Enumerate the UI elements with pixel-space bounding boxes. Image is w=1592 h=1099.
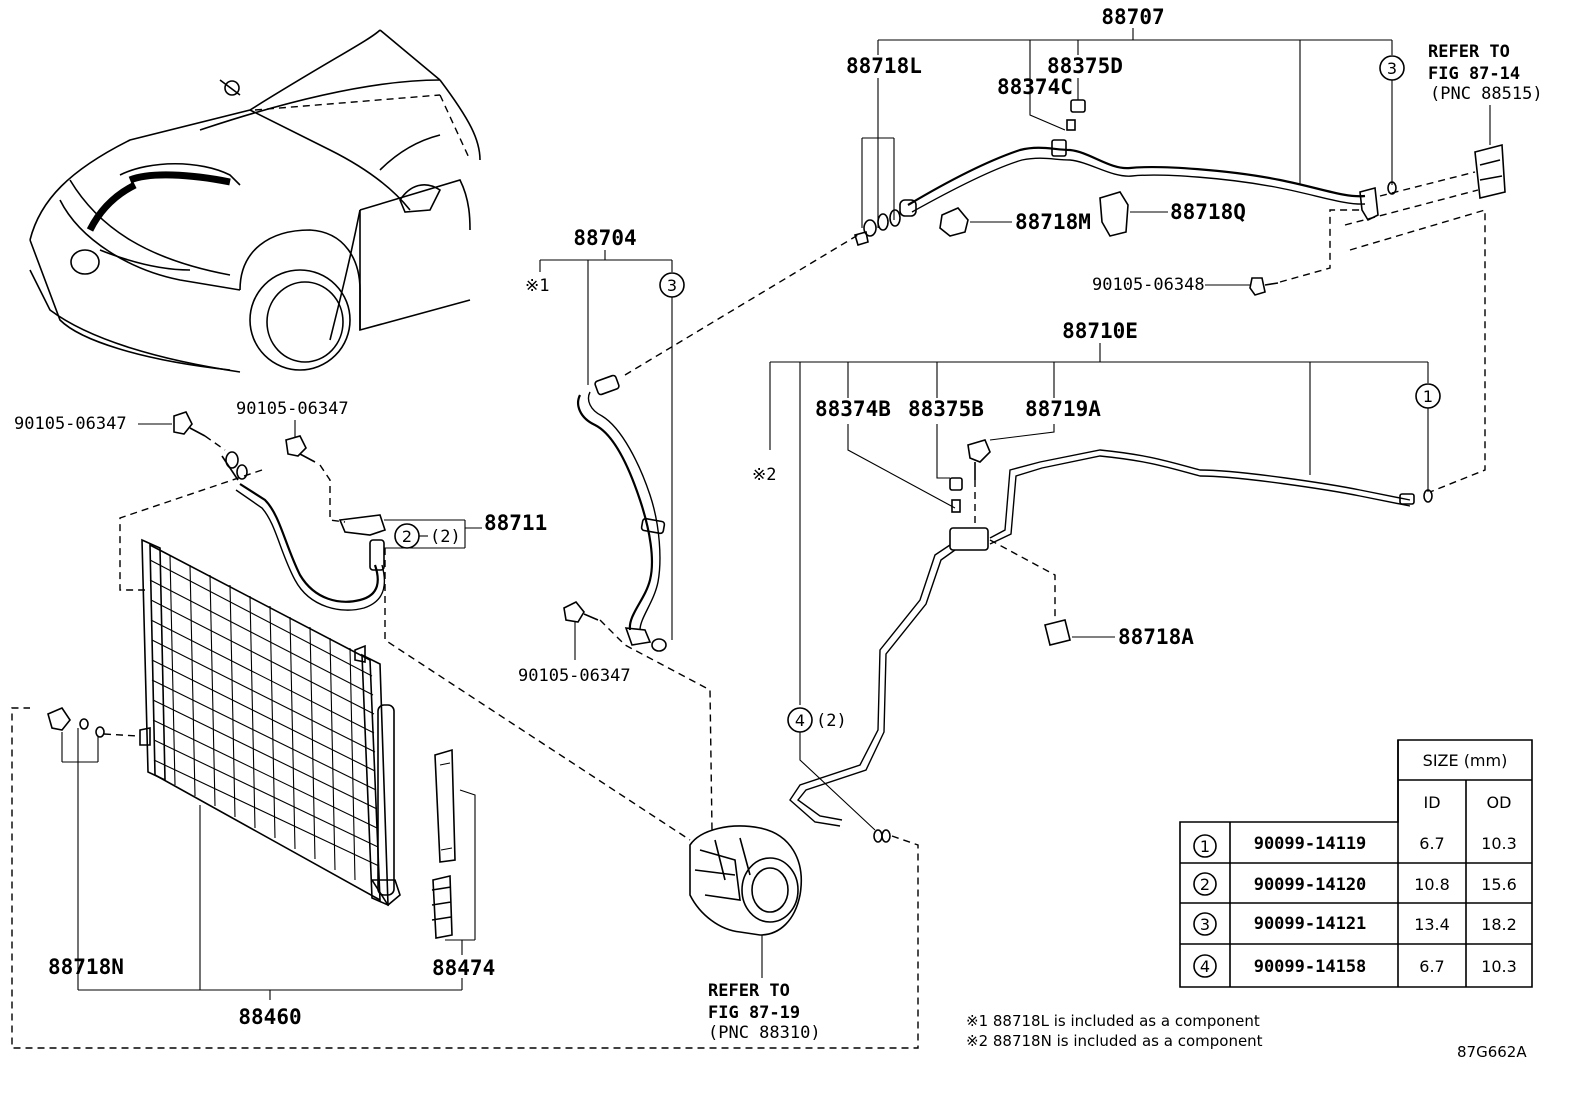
valve-core-88374B [951, 499, 961, 513]
part-label-88718L: 88718L [846, 54, 922, 78]
callout-2-qty: (2) [430, 527, 461, 547]
part-label-88704: 88704 [573, 226, 636, 250]
part-label-88374B: 88374B [815, 397, 891, 421]
pipe-joint-88710E [949, 527, 989, 551]
part-label-88718N: 88718N [48, 955, 124, 979]
part-label-88707: 88707 [1101, 5, 1164, 29]
callout-3-center-text: 3 [667, 276, 677, 295]
expansion-valve-ref [1474, 143, 1506, 199]
part-label-88718Q: 88718Q [1170, 200, 1246, 224]
bolt-90105-06347-left [173, 411, 206, 437]
table-col-od: OD [1487, 793, 1512, 812]
table-row-number: 4 [1200, 957, 1210, 976]
bolt-90105-06347-center [563, 600, 599, 623]
table-row-id: 6.7 [1419, 834, 1444, 853]
cap-88718N [47, 707, 71, 731]
service-valve-88719A [967, 439, 991, 480]
part-label-88375B: 88375B [908, 397, 984, 421]
part-label-88719A: 88719A [1025, 397, 1101, 421]
table-row-id: 10.8 [1414, 875, 1450, 894]
hose-fitting-88711 [338, 514, 387, 536]
assembly-88710E: 88710E 88374B 88375B 88719A ※2 1 88718A … [11, 319, 1441, 1049]
table-row-part: 90099-14119 [1254, 834, 1367, 854]
table-row-od: 15.6 [1481, 875, 1517, 894]
valve-core-88374C [1066, 119, 1076, 131]
part-label-90105-06347-left: 90105-06347 [14, 414, 127, 434]
note-mark-1: ※1 [525, 276, 549, 296]
clamp-88718Q [1099, 191, 1129, 237]
part-label-88374C: 88374C [997, 75, 1073, 99]
valve-cap-88375B [949, 477, 963, 491]
table-row-od: 10.3 [1481, 957, 1517, 976]
refer-top-line2: FIG 87-14 [1428, 64, 1520, 84]
clamp-88718A [1044, 619, 1071, 646]
table-row-od: 10.3 [1481, 834, 1517, 853]
bolt-90105-06347-top [285, 435, 316, 463]
desiccant-filter [434, 748, 456, 863]
footnote-2: ※2 88718N is included as a component [966, 1032, 1263, 1050]
callout-1-text: 1 [1423, 387, 1433, 406]
table-row-id: 13.4 [1414, 915, 1450, 934]
part-label-90105-06348: 90105-06348 [1092, 275, 1205, 295]
table-row-number: 3 [1200, 915, 1210, 934]
refer-bottom-line1: REFER TO [708, 981, 790, 1001]
clamp-88718M [939, 207, 969, 237]
part-label-88474: 88474 [432, 956, 495, 980]
part-label-88460: 88460 [238, 1005, 301, 1029]
table-col-id: ID [1423, 793, 1440, 812]
figure-code: 87G662A [1457, 1043, 1527, 1061]
compressor-ref: REFER TO FIG 87-19 (PNC 88310) [689, 825, 821, 1043]
table-row: 2 90099-14120 10.8 15.6 [1193, 872, 1517, 896]
callout-4-qty: (2) [816, 711, 847, 731]
cap-plug-88474 [431, 874, 453, 939]
table-row-part: 90099-14120 [1254, 875, 1367, 895]
table-row-part: 90099-14121 [1254, 914, 1367, 934]
part-label-88718A: 88718A [1118, 625, 1194, 649]
part-label-88711: 88711 [484, 511, 547, 535]
callout-3-top-text: 3 [1387, 59, 1397, 78]
condenser-88460: 88460 88718N 88474 [47, 538, 495, 1029]
table-row-part: 90099-14158 [1254, 957, 1367, 977]
table-row: 3 90099-14121 13.4 18.2 [1193, 912, 1517, 936]
bolt-90105-06348 [1249, 277, 1279, 296]
part-label-88718M: 88718M [1015, 210, 1091, 234]
part-label-88710E: 88710E [1062, 319, 1138, 343]
part-label-90105-06347-center: 90105-06347 [518, 666, 631, 686]
table-row-number: 2 [1200, 875, 1210, 894]
table-row: 1 90099-14119 6.7 10.3 [1193, 834, 1517, 858]
table-row-od: 18.2 [1481, 915, 1517, 934]
footnotes: ※1 88718L is included as a component ※2 … [966, 1012, 1263, 1050]
refer-top-line3: (PNC 88515) [1430, 84, 1543, 104]
table-row: 4 90099-14158 6.7 10.3 [1193, 954, 1517, 978]
table-row-number: 1 [1200, 837, 1210, 856]
assembly-88707: 88707 88718L 88375D 88374C 3 88718M 8871… [846, 5, 1543, 493]
size-table: SIZE (mm) ID OD 1 90099-14119 6.7 10.3 2… [1179, 739, 1533, 988]
callout-2-text: 2 [402, 527, 412, 546]
part-label-90105-06347-top: 90105-06347 [236, 399, 349, 419]
assembly-88704: 88704 ※1 3 90105-06347 [518, 226, 859, 831]
refer-bottom-line2: FIG 87-19 [708, 1003, 800, 1023]
footnote-1: ※1 88718L is included as a component [966, 1012, 1260, 1030]
refer-bottom-line3: (PNC 88310) [708, 1023, 821, 1043]
note-mark-2: ※2 [752, 465, 776, 485]
table-row-id: 6.7 [1419, 957, 1444, 976]
vehicle-illustration [29, 29, 481, 373]
part-label-88375D: 88375D [1047, 54, 1123, 78]
callout-4-text: 4 [795, 711, 805, 730]
refer-top-line1: REFER TO [1428, 42, 1510, 62]
valve-cap-88375D [1070, 99, 1086, 113]
receiver-tank [377, 704, 395, 896]
table-header-size: SIZE (mm) [1423, 751, 1508, 770]
assembly-88711: 90105-06347 90105-06347 2 (2) 88711 [14, 399, 691, 841]
